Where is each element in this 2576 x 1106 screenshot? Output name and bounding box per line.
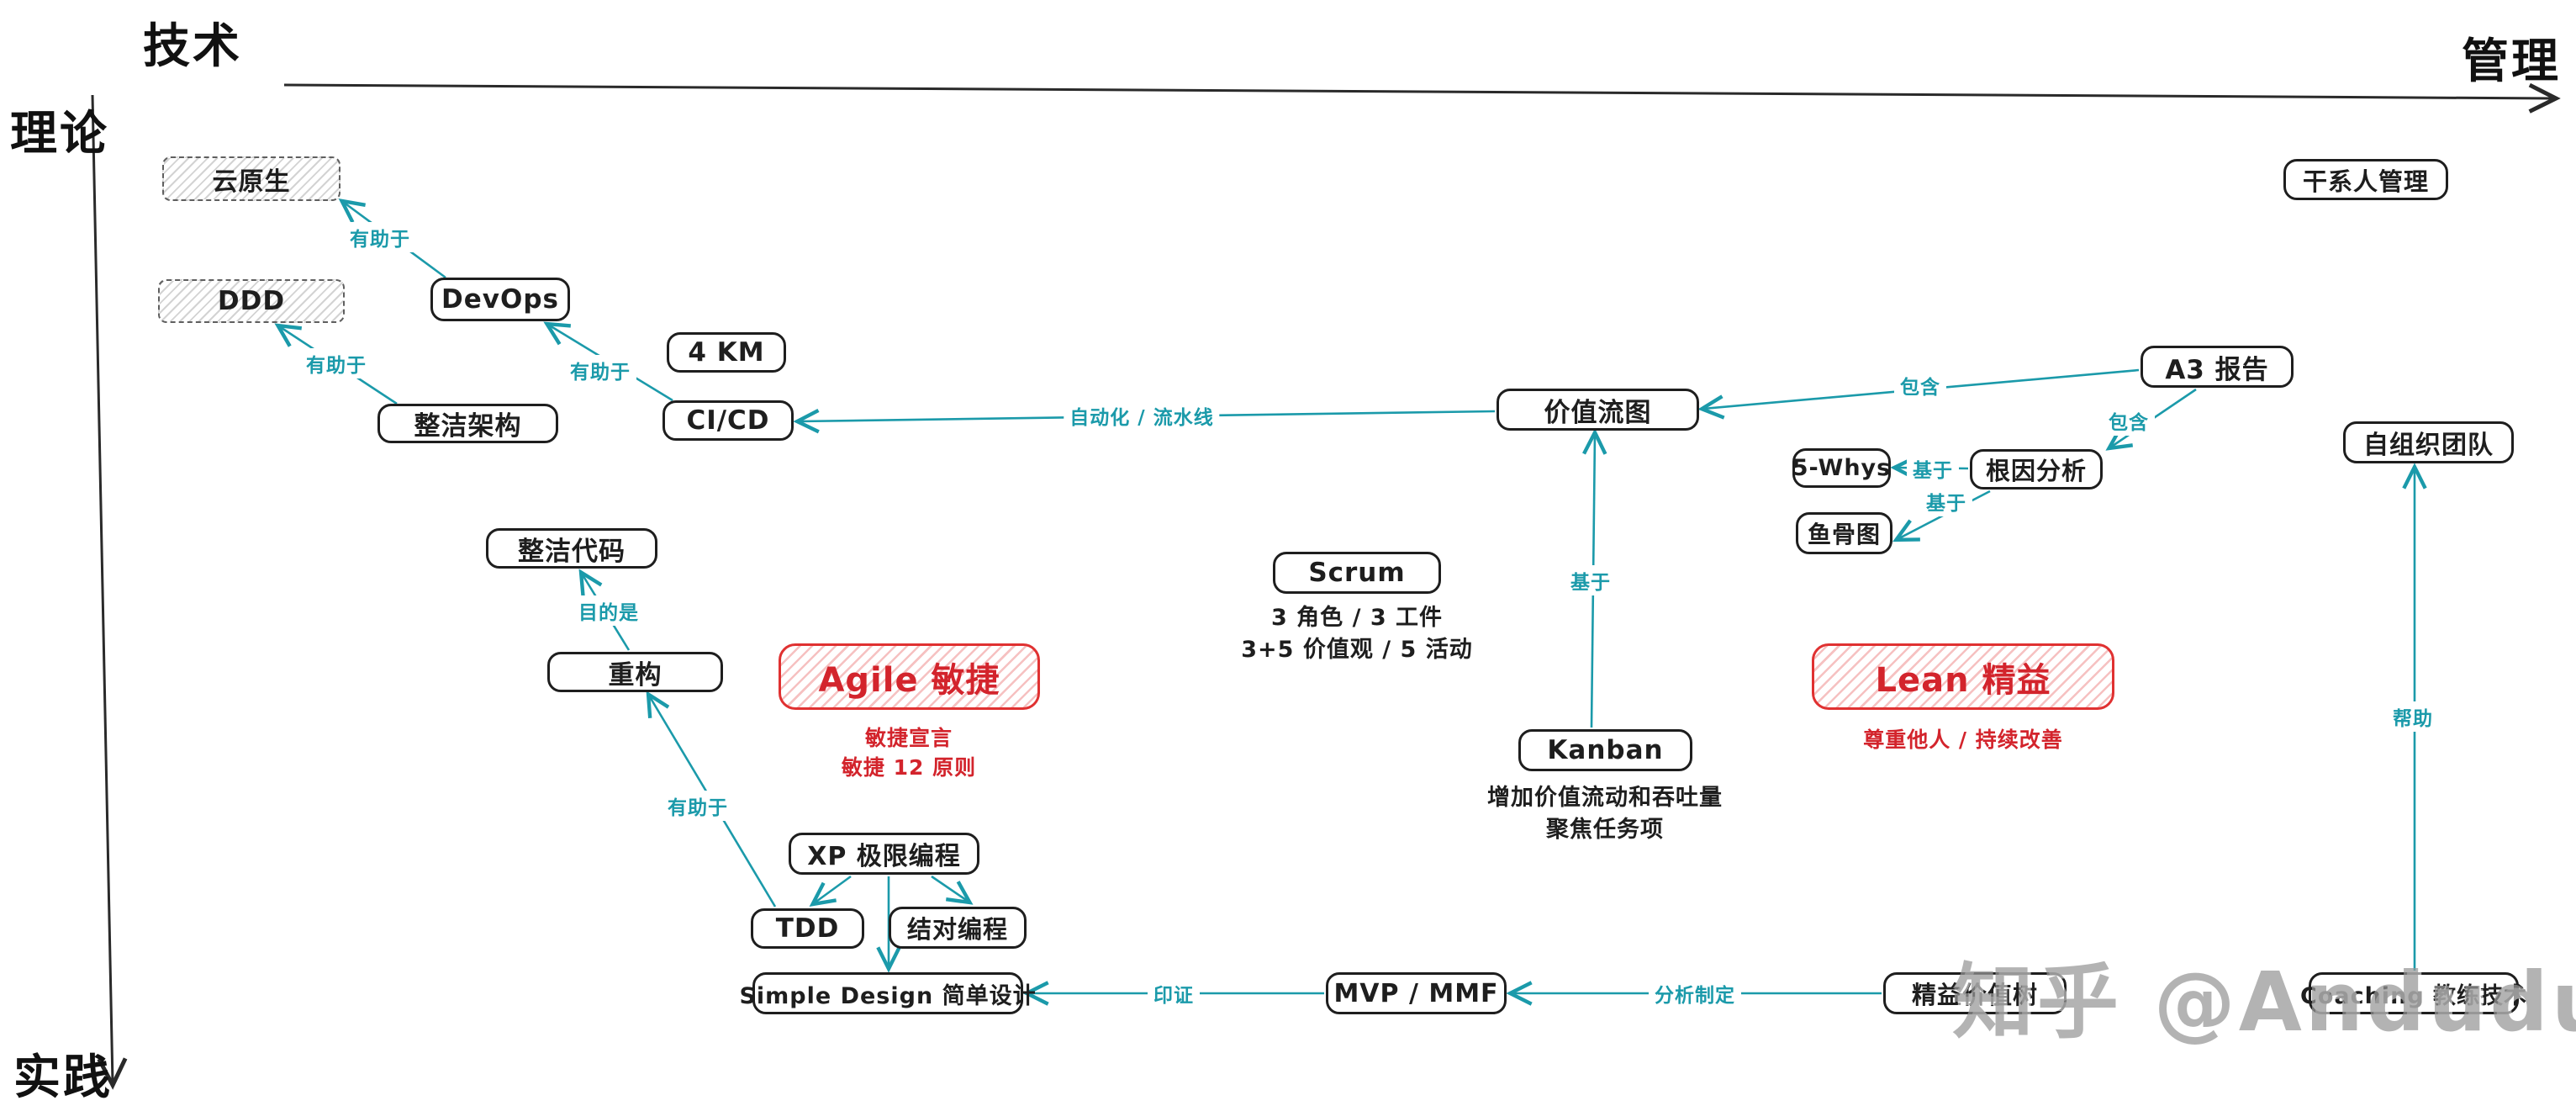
node-fishbone: 鱼骨图 [1796,512,1892,554]
node-self-org-team: 自组织团队 [2343,421,2514,463]
node-a3-report: A3 报告 [2141,346,2294,388]
node-coaching: Coaching 教练技术 [2300,972,2526,1014]
edge-xp-to-tdd [809,875,852,907]
annotation-scrum-details: 3 角色 / 3 工件 3+5 价值观 / 5 活动 [1241,602,1472,666]
node-mvp-mmf: MVP / MMF [1326,972,1507,1014]
axis-line-1 [91,94,128,1090]
node-tdd: TDD [751,908,864,949]
node-value-stream-map: 价值流图 [1497,389,1699,431]
annotation-line: 3 角色 / 3 工件 [1270,605,1444,631]
annotation-line: 增加价值流动和吞吐量 [1487,785,1723,811]
edge-label-devops-to-cloudnative: 有助于 [344,222,416,252]
axis-label-practice: 实践 [13,1050,113,1105]
axis-label-theory: 理论 [10,107,109,161]
node-five-whys: 5-Whys [1792,448,1891,488]
annotation-kanban-details: 增加价值流动和吞吐量聚焦任务项 [1487,782,1723,846]
node-scrum: Scrum [1273,552,1441,594]
edge-label-cicd-to-devops: 有助于 [564,355,636,385]
annotation-line: 3+5 价值观 / 5 活动 [1241,636,1473,663]
axis-line-0 [283,82,2561,114]
node-cicd: CI/CD [662,400,794,441]
node-stakeholder-mgmt: 干系人管理 [2283,159,2448,200]
node-agile: Agile 敏捷 [779,643,1040,710]
edge-label-rootcause-to-fivewhys: 基于 [1907,453,1959,484]
axis-label-manage: 管理 [2462,34,2561,89]
node-clean-code: 整洁代码 [486,528,657,569]
edge-label-cleanarch-to-ddd: 有助于 [300,348,372,378]
edge-label-a3-to-vsm: 包含 [1894,370,1946,400]
edge-label-tdd-to-refactor: 有助于 [662,791,734,821]
annotation-line: 尊重他人 / 持续改善 [1863,728,2063,752]
edge-label-mvp-to-simpledesign: 印证 [1148,978,1200,1008]
edge-label-kanban-to-vsm: 基于 [1565,565,1617,595]
edge-label-a3-to-rootcause: 包含 [2103,405,2155,436]
node-root-cause: 根因分析 [1970,449,2103,489]
node-kanban: Kanban [1518,729,1692,771]
edge-label-coaching-to-selforgteam: 帮助 [2387,701,2439,732]
axis-label-tech: 技术 [143,19,242,74]
edge-xp-to-pair [931,875,974,905]
edge-label-rootcause-to-fishbone: 基于 [1920,486,1972,516]
node-ddd: DDD [158,279,345,323]
annotation-lean-principles: 尊重他人 / 持续改善 [1863,725,2063,754]
node-xp: XP 极限编程 [789,833,979,875]
edge-label-vsm-to-cicd: 自动化 / 流水线 [1064,400,1220,431]
node-cloud-native: 云原生 [162,156,340,201]
node-lean-value-tree: 精益价值树 [1883,972,2067,1014]
edge-label-refactor-to-cleancode: 目的是 [573,595,645,626]
node-devops: DevOps [430,278,570,321]
node-clean-arch: 整洁架构 [377,404,558,443]
edge-label-lvt-to-mvp: 分析制定 [1649,978,1741,1008]
node-pair-programming: 结对编程 [889,907,1027,949]
annotation-line: 敏捷宣言 [864,726,953,750]
watermark: 知乎 @Andudu7 [1952,955,2576,1050]
node-refactor: 重构 [547,652,723,692]
annotation-agile-manifesto: 敏捷宣言敏捷 12 原则 [842,723,976,782]
annotation-line: 聚焦任务项 [1546,816,1664,843]
node-simple-design: Simple Design 简单设计 [739,972,1036,1014]
node-four-km: 4 KM [667,332,786,373]
node-lean: Lean 精益 [1812,643,2114,710]
annotation-line: 敏捷 12 原则 [841,755,977,780]
